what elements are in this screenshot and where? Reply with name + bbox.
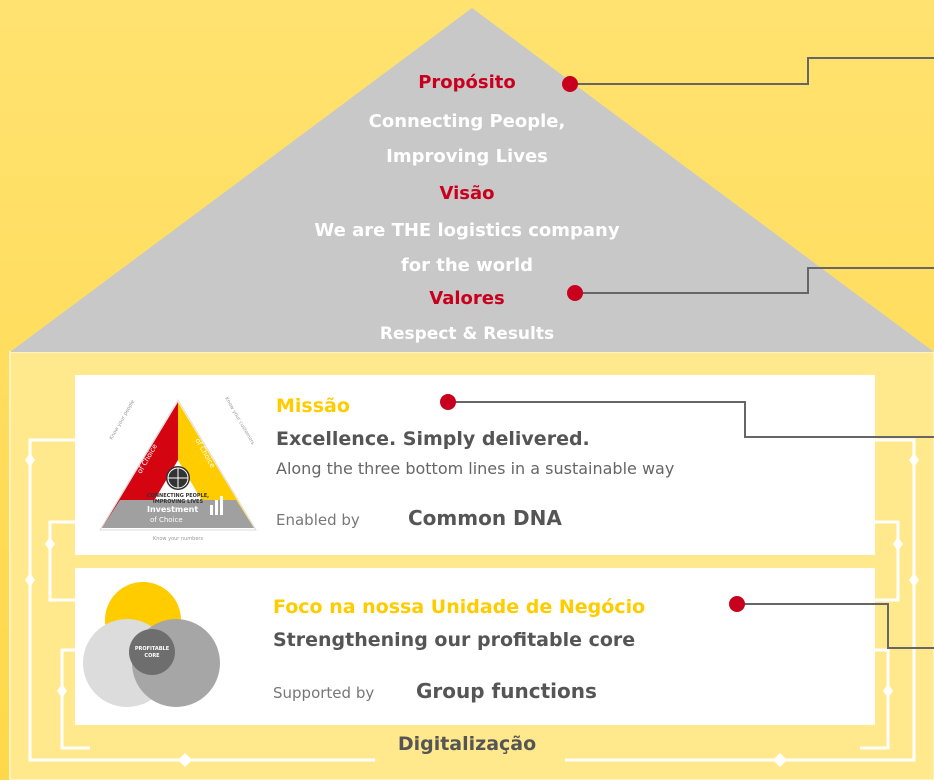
roof-triangle	[10, 8, 934, 352]
digitalizacao-label: Digitalização	[397, 733, 537, 755]
circuit-nodes	[25, 453, 919, 767]
node	[57, 684, 67, 698]
vision-line-1: We are THE logistics company	[314, 220, 620, 241]
enabled-by-label: Enabled by	[276, 511, 360, 529]
investment-label-2: of Choice	[150, 516, 183, 524]
group-functions-label: Group functions	[416, 679, 597, 703]
dot-missao	[440, 394, 456, 410]
connector-valores	[575, 267, 934, 294]
dot-proposito	[562, 76, 578, 92]
dot-valores	[567, 285, 583, 301]
venn-core-circle	[129, 629, 175, 675]
purpose-line-1: Connecting People,	[368, 111, 566, 132]
node	[45, 537, 55, 551]
node	[178, 753, 192, 767]
circuit-right-mid	[875, 520, 900, 602]
connectors	[448, 57, 934, 649]
common-dna-label: Common DNA	[408, 506, 562, 530]
node	[773, 753, 787, 767]
employer-segment	[102, 402, 178, 528]
connector-dots	[440, 76, 745, 612]
node	[25, 453, 35, 467]
vision-title: Visão	[439, 183, 495, 204]
venn-core-label-1: PROFITABLE	[135, 646, 170, 652]
mission-title: Missão	[276, 395, 350, 417]
supported-by-label: Supported by	[273, 684, 375, 702]
circuit-lines	[28, 438, 916, 762]
mission-subline: Along the three bottom lines in a sustai…	[276, 459, 675, 478]
circuit-left-mid	[48, 520, 75, 602]
dna-center-1: CONNECTING PEOPLE,	[147, 493, 209, 499]
circuit-right-outer	[565, 438, 916, 762]
purpose-title: Propósito	[418, 72, 516, 93]
values-title: Valores	[429, 288, 505, 309]
circuit-left-outer	[28, 438, 375, 762]
node	[893, 537, 903, 551]
purpose-line-2: Improving Lives	[386, 146, 548, 167]
values-text: Respect & Results	[379, 324, 555, 344]
vision-line-2: for the world	[400, 255, 534, 276]
connector-proposito	[570, 57, 934, 85]
connector-foco	[737, 603, 934, 649]
provider-segment	[178, 402, 254, 528]
mission-headline: Excellence. Simply delivered.	[276, 428, 590, 450]
circuit-right-low	[860, 648, 890, 750]
node	[25, 573, 35, 587]
venn-core-label-2: CORE	[144, 653, 160, 659]
node	[909, 453, 919, 467]
focus-title: Foco na nossa Unidade de Negócio	[273, 596, 646, 618]
focus-headline: Strengthening our profitable core	[273, 629, 636, 651]
circuit-left-low	[60, 648, 90, 750]
connector-missao	[448, 401, 934, 438]
edge-bottom-label: Know your numbers	[153, 536, 204, 542]
investment-label: Investment	[147, 505, 198, 514]
node	[909, 573, 919, 587]
dot-foco	[729, 596, 745, 612]
profitable-core-venn: PROFITABLE CORE	[83, 582, 220, 707]
dna-center-2: IMPROVING LIVES	[153, 499, 204, 505]
node	[883, 684, 893, 698]
